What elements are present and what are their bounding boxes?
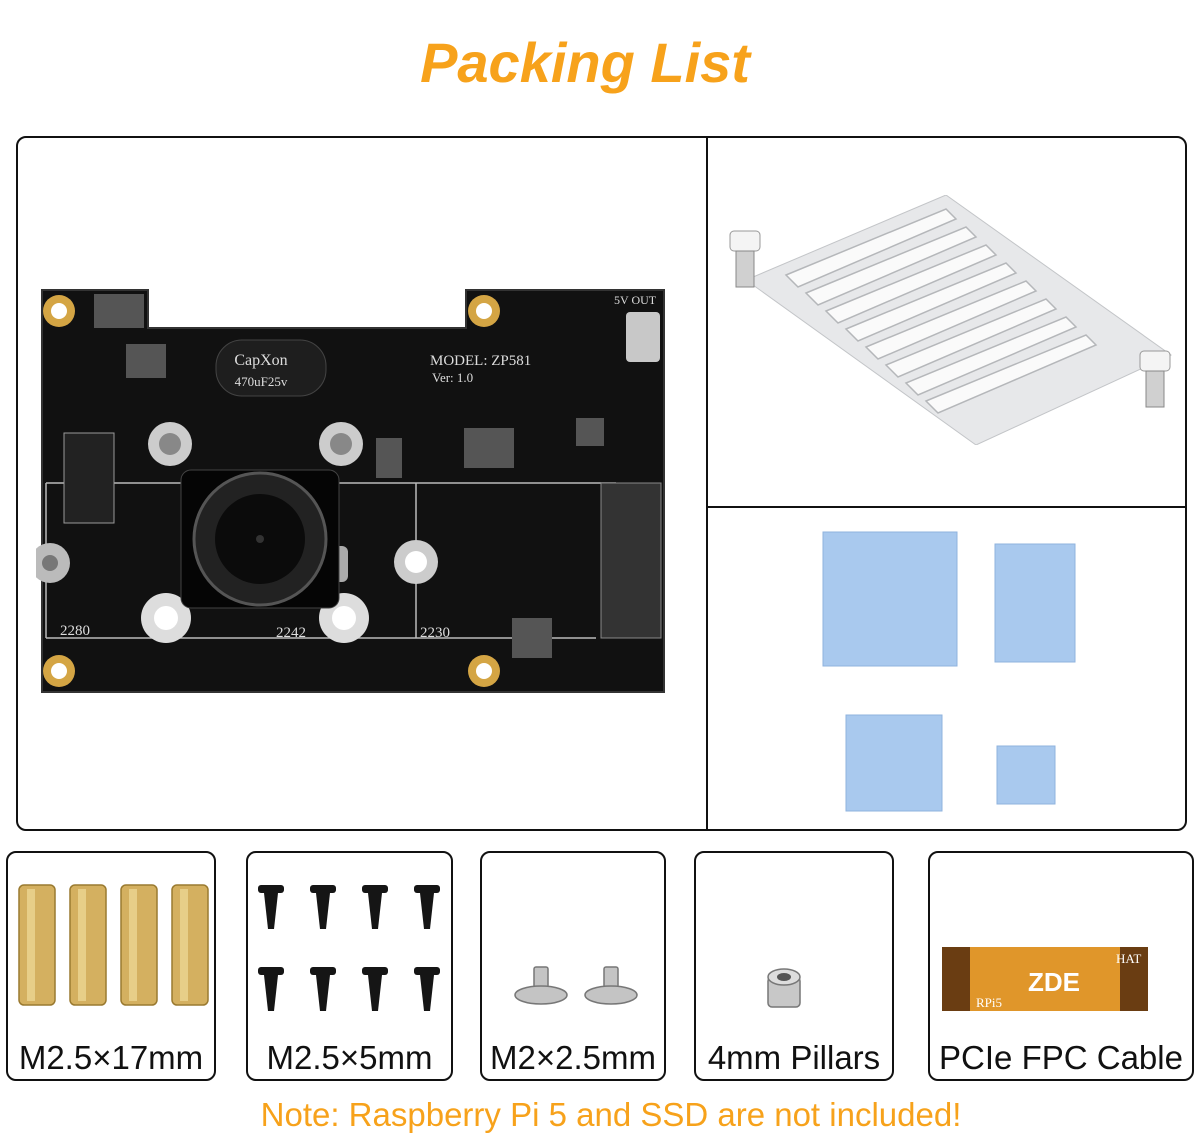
- thermal-pad-large: [822, 531, 958, 667]
- model-text: MODEL: ZP581: [430, 353, 531, 369]
- item-label-silver-screws: M2×2.5mm: [490, 1039, 656, 1076]
- thermal-pad-medium: [845, 714, 943, 812]
- slot-label-2242: 2242: [276, 625, 306, 641]
- smd-components: [94, 294, 604, 658]
- item-box-silver-screws: M2×2.5mm: [480, 851, 666, 1081]
- version-text: Ver: 1.0: [432, 370, 473, 385]
- item-label-pillars: 4mm Pillars: [707, 1039, 881, 1076]
- item-box-standoffs: M2.5×17mm: [6, 851, 216, 1081]
- cable-brand: ZDE: [1028, 967, 1080, 997]
- item-label-fpc-cable: PCIe FPC Cable: [939, 1039, 1183, 1076]
- cable-end-top: HAT: [1116, 951, 1141, 966]
- heatsink-fins: [784, 208, 1098, 414]
- cable-end-bottom: RPi5: [976, 995, 1002, 1010]
- pillar-nut-icon: [767, 968, 801, 1008]
- horizontal-divider: [706, 506, 1187, 508]
- brass-standoff-icon: [18, 884, 209, 1006]
- page-title: Packing List: [420, 31, 750, 94]
- fan: [180, 469, 340, 609]
- item-label-standoffs: M2.5×17mm: [18, 1039, 204, 1076]
- m2-slot: [600, 482, 662, 639]
- item-label-black-screws: M2.5×5mm: [266, 1039, 433, 1076]
- item-box-pillars: 4mm Pillars: [694, 851, 894, 1081]
- port-label: 5V OUT: [614, 293, 657, 307]
- vertical-divider: [706, 136, 708, 831]
- fpc-connector: [63, 432, 115, 524]
- capacitor-brand: CapXon: [234, 352, 287, 369]
- thermal-pad-small: [996, 745, 1056, 805]
- item-box-black-screws: M2.5×5mm: [246, 851, 453, 1081]
- heatsink-image: [729, 195, 1172, 445]
- mounting-holes: [43, 295, 500, 687]
- item-box-fpc-cable: ZDE HAT RPi5 PCIe FPC Cable: [928, 851, 1194, 1081]
- usb-c-port: [626, 312, 660, 362]
- capacitor: CapXon 470uF25v: [215, 339, 327, 397]
- black-screw-icon: [258, 885, 440, 1011]
- slot-label-2230: 2230: [420, 625, 450, 641]
- silver-screw-icon: [514, 966, 638, 1005]
- slot-label-2280: 2280: [60, 623, 90, 639]
- thermal-pad-tall: [994, 543, 1076, 663]
- pcb-board-image: CapXon 470uF25v MODEL: ZP581 Ver: 1.0 5V…: [36, 289, 665, 693]
- thermal-pads-image: [822, 531, 1076, 812]
- fpc-cable-icon: ZDE HAT RPi5: [942, 947, 1148, 1011]
- note-text: Note: Raspberry Pi 5 and SSD are not inc…: [260, 1096, 962, 1133]
- spring-pins: [729, 230, 1171, 408]
- capacitor-rating: 470uF25v: [235, 374, 288, 389]
